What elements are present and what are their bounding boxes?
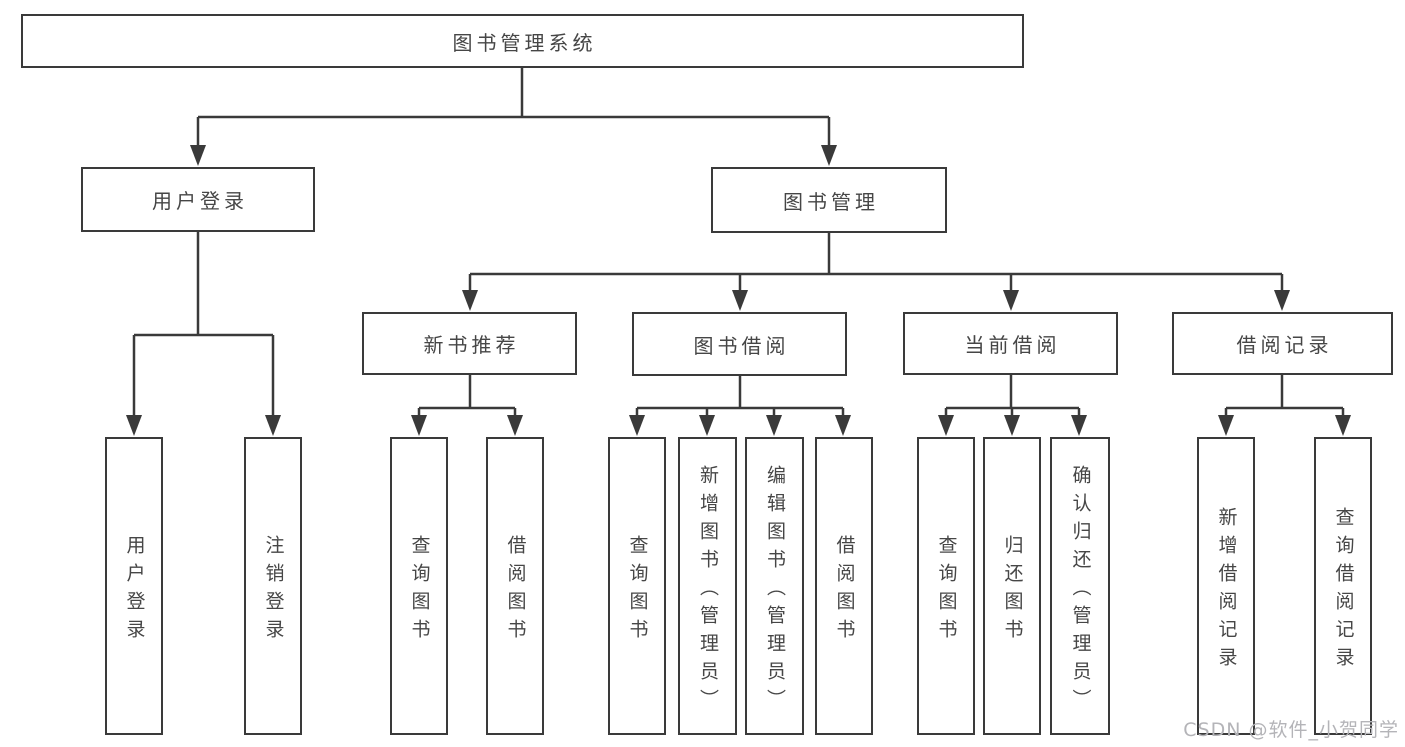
node-book-borrow: 图书借阅 <box>632 312 847 376</box>
node-current-borrow: 当前借阅 <box>903 312 1118 375</box>
node-label: 查询图书 <box>935 534 958 647</box>
node-book-management: 图书管理 <box>711 167 947 233</box>
leaf-query-books-borrow: 查询图书 <box>608 437 666 735</box>
connector-book-management <box>462 233 1290 311</box>
connector-borrow-records <box>1218 375 1351 436</box>
node-label: 查询图书 <box>626 534 649 647</box>
node-label: 图书管理系统 <box>452 30 597 55</box>
node-label: 注销登录 <box>262 534 285 647</box>
node-borrow-records: 借阅记录 <box>1172 312 1393 375</box>
leaf-query-books-current: 查询图书 <box>917 437 975 735</box>
node-label: 新书推荐 <box>423 333 520 357</box>
node-label: 确认归还（管理员） <box>1069 464 1092 717</box>
node-label: 当前借阅 <box>964 333 1061 357</box>
leaf-borrow-books-recommend: 借阅图书 <box>486 437 544 735</box>
connector-current-borrow <box>938 375 1087 436</box>
leaf-return-books: 归还图书 <box>983 437 1041 735</box>
leaf-add-books-admin: 新增图书（管理员） <box>678 437 737 735</box>
connector-root <box>190 68 837 166</box>
node-label: 查询借阅记录 <box>1332 506 1355 675</box>
leaf-confirm-return-admin: 确认归还（管理员） <box>1050 437 1110 735</box>
node-label: 编辑图书（管理员） <box>764 464 786 717</box>
leaf-logout: 注销登录 <box>244 437 302 735</box>
node-label: 借阅图书 <box>833 534 856 647</box>
node-label: 用户登录 <box>123 534 146 647</box>
leaf-query-borrow-record: 查询借阅记录 <box>1314 437 1372 735</box>
node-label: 新增借阅记录 <box>1215 506 1238 675</box>
connector-new-book <box>411 375 523 436</box>
node-label: 用户登录 <box>152 189 248 213</box>
leaf-query-books-recommend: 查询图书 <box>390 437 448 735</box>
leaf-borrow-books: 借阅图书 <box>815 437 873 735</box>
leaf-edit-books-admin: 编辑图书（管理员） <box>745 437 804 735</box>
node-library-management-system: 图书管理系统 <box>21 14 1024 68</box>
node-label: 图书借阅 <box>693 333 790 358</box>
csdn-watermark: CSDN @软件_小贺同学 <box>1183 719 1399 741</box>
node-user-login: 用户登录 <box>81 167 315 232</box>
node-label: 归还图书 <box>1001 534 1024 647</box>
node-label: 借阅图书 <box>504 534 527 647</box>
connector-book-borrow <box>629 376 851 436</box>
connector-user-login <box>126 232 281 436</box>
node-new-book-recommend: 新书推荐 <box>362 312 577 375</box>
node-label: 图书管理 <box>783 189 879 214</box>
node-label: 借阅记录 <box>1236 333 1333 357</box>
leaf-add-borrow-record: 新增借阅记录 <box>1197 437 1255 735</box>
leaf-user-login: 用户登录 <box>105 437 163 735</box>
node-label: 新增图书（管理员） <box>697 464 719 717</box>
node-label: 查询图书 <box>408 534 431 647</box>
